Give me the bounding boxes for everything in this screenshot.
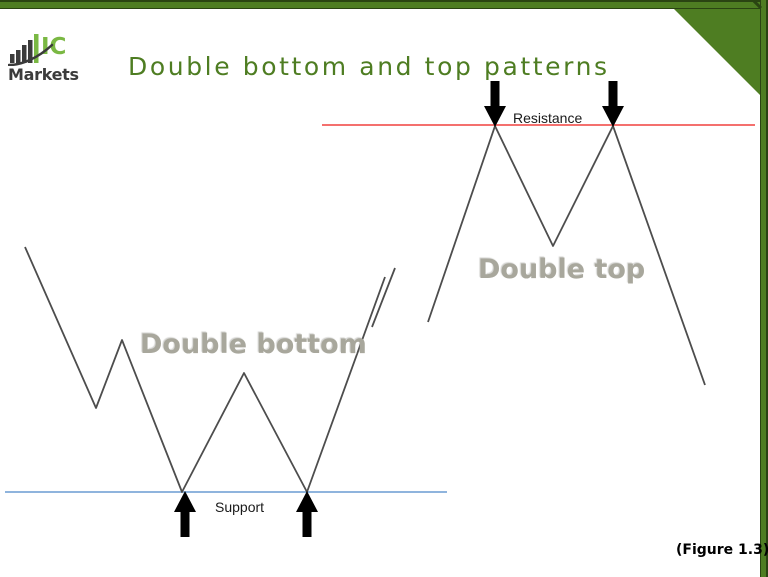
top-border-bar bbox=[0, 0, 768, 9]
support-arrow-left-icon bbox=[174, 491, 196, 537]
figure-caption: (Figure 1.3) bbox=[676, 542, 768, 558]
right-border-bar bbox=[760, 0, 768, 577]
page-title: Double bottom and top patterns bbox=[128, 52, 610, 81]
corner-triangle-decoration bbox=[674, 9, 760, 95]
logo-wordmark: Markets bbox=[8, 65, 79, 84]
support-arrow-right-icon bbox=[296, 491, 318, 537]
double-bottom-continuation-line bbox=[371, 267, 396, 328]
double-bottom-price-path bbox=[24, 246, 386, 493]
svg-text:IC: IC bbox=[41, 34, 66, 60]
double-bottom-label: Double bottom bbox=[140, 329, 367, 360]
double-top-price-path bbox=[427, 125, 706, 386]
resistance-arrow-left-icon bbox=[484, 81, 506, 127]
resistance-label: Resistance bbox=[513, 110, 583, 126]
support-label: Support bbox=[215, 499, 265, 515]
double-top-label: Double top bbox=[478, 254, 646, 285]
resistance-arrow-right-icon bbox=[602, 81, 624, 127]
logo-mark-icon: IC bbox=[7, 34, 66, 67]
ic-markets-logo: IC Markets bbox=[7, 32, 79, 88]
